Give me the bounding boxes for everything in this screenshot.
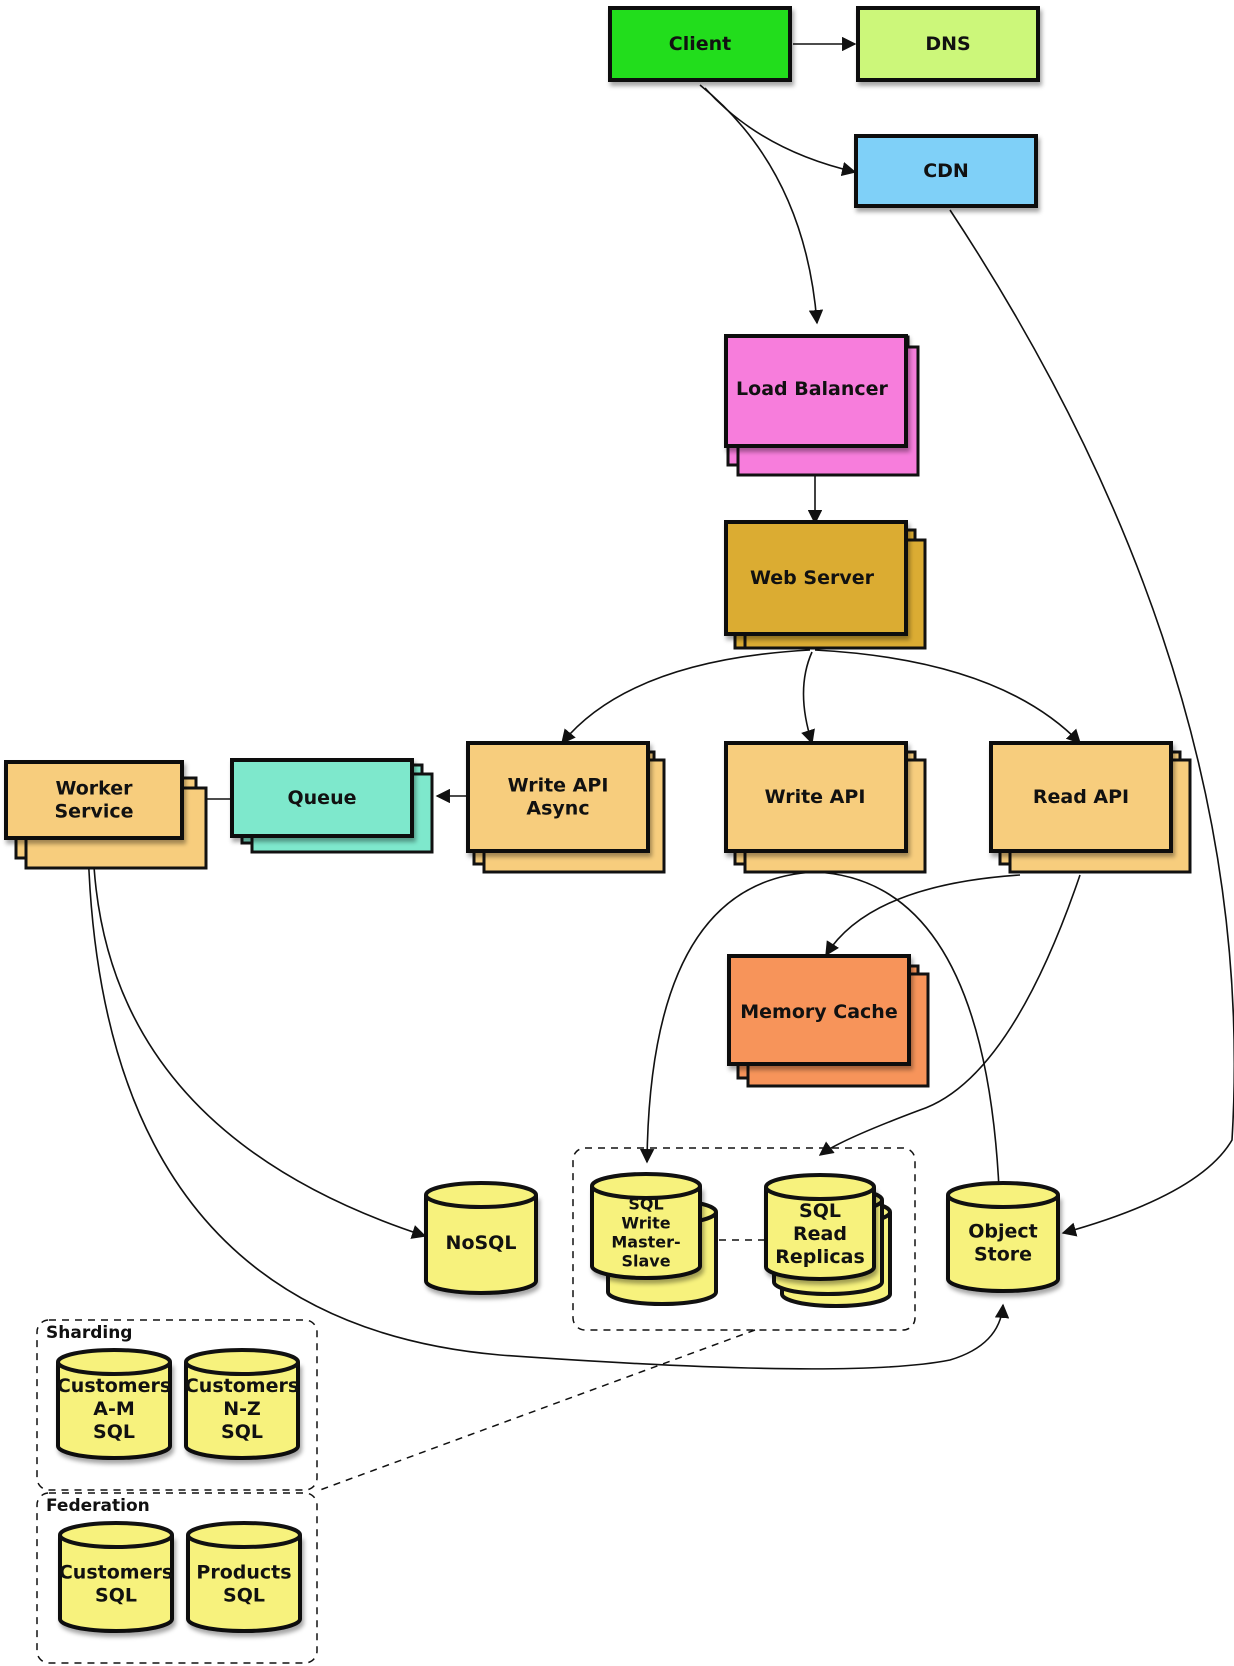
node-label: Client <box>669 33 731 55</box>
node-label: Write <box>621 1214 670 1233</box>
node-label: Customers <box>185 1375 299 1397</box>
edge-readapi-cache <box>825 874 1021 957</box>
node-label: Write API <box>508 775 609 797</box>
node-label: SQL <box>221 1421 263 1443</box>
edge-client-lb <box>699 84 824 325</box>
sql-group-box <box>572 1147 916 1331</box>
node-label: Service <box>55 801 134 823</box>
node-label: Master- <box>611 1233 680 1252</box>
federation-label: Federation <box>46 1496 150 1516</box>
node-label: Replicas <box>775 1246 865 1268</box>
node-label: Object <box>968 1221 1038 1243</box>
node-label: Customers <box>57 1375 171 1397</box>
node-label: Store <box>974 1244 1032 1266</box>
sharding-label: Sharding <box>46 1323 132 1343</box>
node-label: DNS <box>925 33 970 55</box>
edge-client-cdn <box>704 87 857 177</box>
edge-web-writeasync <box>561 649 811 745</box>
node-label: Memory Cache <box>740 1001 897 1023</box>
edge-web-readapi <box>814 649 1081 745</box>
dashed-connectors <box>319 1239 768 1491</box>
edge-cdn-objectstore <box>949 209 1234 1237</box>
node-label: Read <box>793 1223 847 1245</box>
connectors <box>87 36 1234 1370</box>
node-label: Worker <box>55 778 133 800</box>
node-label: Async <box>526 798 589 820</box>
node-label: SQL <box>628 1195 663 1214</box>
node-label: Slave <box>621 1252 670 1271</box>
client-box[interactable]: Client <box>608 6 792 82</box>
dns-box[interactable]: DNS <box>856 6 1040 82</box>
queue-box[interactable]: Queue <box>230 758 434 854</box>
node-label: Read API <box>1033 786 1129 808</box>
edge-worker-nosql <box>92 844 427 1239</box>
edge-worker-objectstore <box>87 844 1010 1370</box>
web-server-box[interactable]: Web Server <box>724 520 927 650</box>
edge-web-writeapi <box>801 651 815 745</box>
node-label: Queue <box>288 787 357 809</box>
node-label: SQL <box>799 1200 841 1222</box>
node-label: Products <box>196 1562 291 1584</box>
read-api-box[interactable]: Read API <box>989 741 1192 874</box>
node-label: Load Balancer <box>736 378 889 400</box>
edge-readapi-sqlread <box>818 874 1081 1156</box>
sharding-group: Sharding <box>36 1319 318 1491</box>
edge-writeapi-objectstore <box>814 871 1007 1215</box>
node-label: Customers <box>59 1562 173 1584</box>
write-api-box[interactable]: Write API <box>724 741 927 874</box>
node-label: SQL <box>93 1421 135 1443</box>
nosql-db[interactable]: NoSQL <box>424 1181 538 1295</box>
node-label: SQL <box>95 1585 137 1607</box>
memory-cache-box[interactable]: Memory Cache <box>727 954 930 1088</box>
node-label: Web Server <box>750 567 875 589</box>
node-label: NoSQL <box>446 1232 517 1254</box>
load-balancer-box[interactable]: Load Balancer <box>724 334 920 477</box>
cdn-box[interactable]: CDN <box>854 134 1038 208</box>
node-label: N-Z <box>223 1398 261 1420</box>
node-label: SQL <box>223 1585 265 1607</box>
edge-writeapi-sqlwrite <box>639 871 816 1164</box>
node-label: Write API <box>765 786 866 808</box>
federation-group: Federation <box>36 1492 318 1664</box>
edge-sqlgroup-sharding <box>319 1329 756 1491</box>
node-label: CDN <box>923 160 969 182</box>
node-label: A-M <box>93 1398 135 1420</box>
